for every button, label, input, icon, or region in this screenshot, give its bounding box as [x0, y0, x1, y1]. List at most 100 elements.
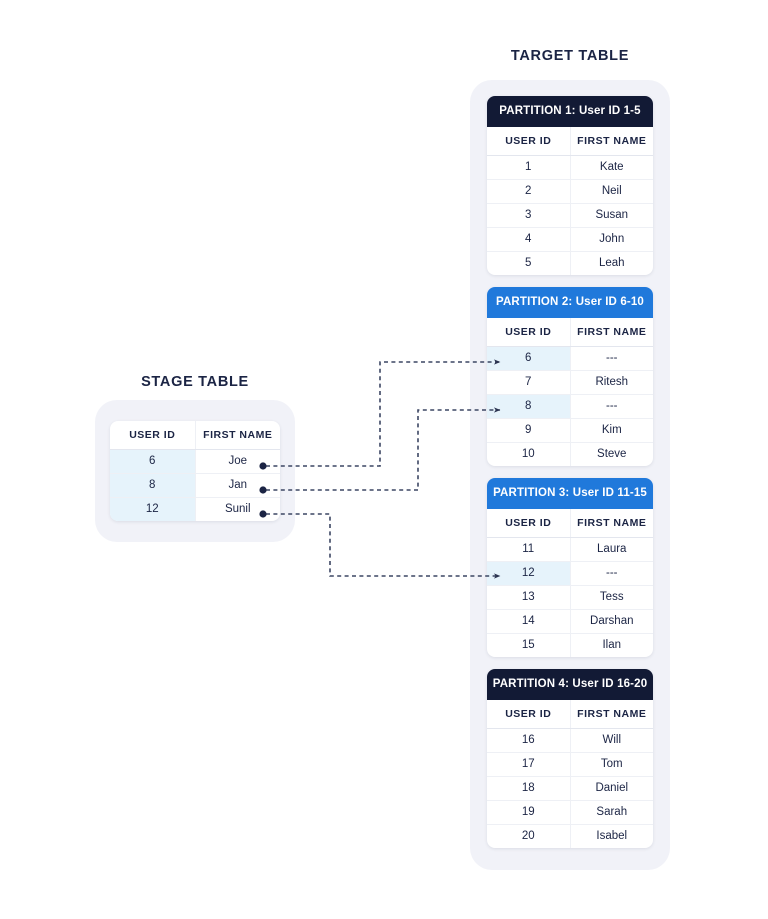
column-header-first-name: FIRST NAME: [570, 700, 653, 729]
cell-user-id: 8: [487, 394, 571, 419]
cell-user-id: 5: [487, 251, 571, 275]
cell-first-name: Daniel: [570, 776, 653, 801]
cell-user-id: 17: [487, 752, 571, 777]
cell-first-name: ---: [570, 561, 653, 586]
connector-path-8: [266, 407, 501, 491]
column-header-user-id: USER ID: [487, 509, 571, 538]
cell-first-name: Tom: [570, 752, 653, 777]
partition-header: PARTITION 4: User ID 16-20: [487, 669, 653, 700]
cell-user-id: 7: [487, 370, 571, 395]
column-header-user-id: USER ID: [487, 318, 571, 347]
table-row: 12---: [487, 561, 653, 586]
stage-table-header-row: USER ID FIRST NAME: [110, 421, 280, 450]
column-header-first-name: FIRST NAME: [570, 318, 653, 347]
cell-first-name: ---: [570, 394, 653, 419]
cell-first-name: ---: [570, 346, 653, 371]
cell-first-name: Will: [570, 728, 653, 753]
connector-path-12: [266, 513, 501, 579]
cell-user-id: 8: [110, 473, 196, 498]
table-row: 10 Steve: [487, 442, 653, 466]
cell-first-name: Neil: [570, 179, 653, 204]
partition-header: PARTITION 3: User ID 11-15: [487, 478, 653, 509]
cell-first-name: Kate: [570, 155, 653, 180]
cell-user-id: 18: [487, 776, 571, 801]
cell-first-name: Laura: [570, 537, 653, 562]
cell-first-name: Ritesh: [570, 370, 653, 395]
cell-user-id: 12: [487, 561, 571, 586]
partition-header: PARTITION 2: User ID 6-10: [487, 287, 653, 318]
table-row: 5 Leah: [487, 251, 653, 275]
target-table-title: TARGET TABLE: [510, 48, 630, 64]
cell-user-id: 16: [487, 728, 571, 753]
table-row: 8---: [487, 394, 653, 419]
cell-user-id: 9: [487, 418, 571, 443]
stage-table-title: STAGE TABLE: [141, 374, 249, 390]
table-row: 20 Isabel: [487, 824, 653, 848]
column-header-first-name: FIRST NAME: [570, 509, 653, 538]
cell-first-name: Ilan: [602, 639, 622, 652]
cell-first-name: Susan: [570, 203, 653, 228]
cell-user-id: 10: [487, 442, 571, 466]
cell-user-id: 12: [110, 497, 196, 521]
cell-first-name: Tess: [570, 585, 653, 610]
cell-first-name: Sunil: [224, 503, 251, 516]
cell-user-id: 6: [110, 449, 196, 474]
cell-first-name: Jan: [195, 473, 280, 498]
table-row: 6---: [487, 346, 653, 371]
cell-user-id: 4: [487, 227, 571, 252]
cell-first-name: Leah: [598, 257, 625, 270]
column-header-user-id: USER ID: [487, 700, 571, 729]
cell-user-id: 6: [487, 346, 571, 371]
cell-user-id: 11: [487, 537, 571, 562]
cell-first-name: John: [570, 227, 653, 252]
cell-first-name: Joe: [195, 449, 280, 474]
column-header-user-id: USER ID: [487, 127, 571, 156]
cell-user-id: 15: [487, 633, 571, 657]
partition-header: PARTITION 1: User ID 1-5: [487, 96, 653, 127]
cell-first-name: Isabel: [596, 830, 628, 843]
table-row: 15 Ilan: [487, 633, 653, 657]
column-header-user-id: USER ID: [110, 421, 196, 450]
cell-user-id: 2: [487, 179, 571, 204]
column-header-first-name: FIRST NAME: [195, 421, 280, 450]
connector-path-6: [266, 359, 501, 467]
cell-first-name: Sarah: [570, 800, 653, 825]
cell-first-name: Steve: [597, 448, 627, 461]
cell-user-id: 20: [487, 824, 571, 848]
cell-user-id: 14: [487, 609, 571, 634]
cell-first-name: Kim: [570, 418, 653, 443]
cell-user-id: 1: [487, 155, 571, 180]
cell-user-id: 13: [487, 585, 571, 610]
cell-first-name: Darshan: [570, 609, 653, 634]
